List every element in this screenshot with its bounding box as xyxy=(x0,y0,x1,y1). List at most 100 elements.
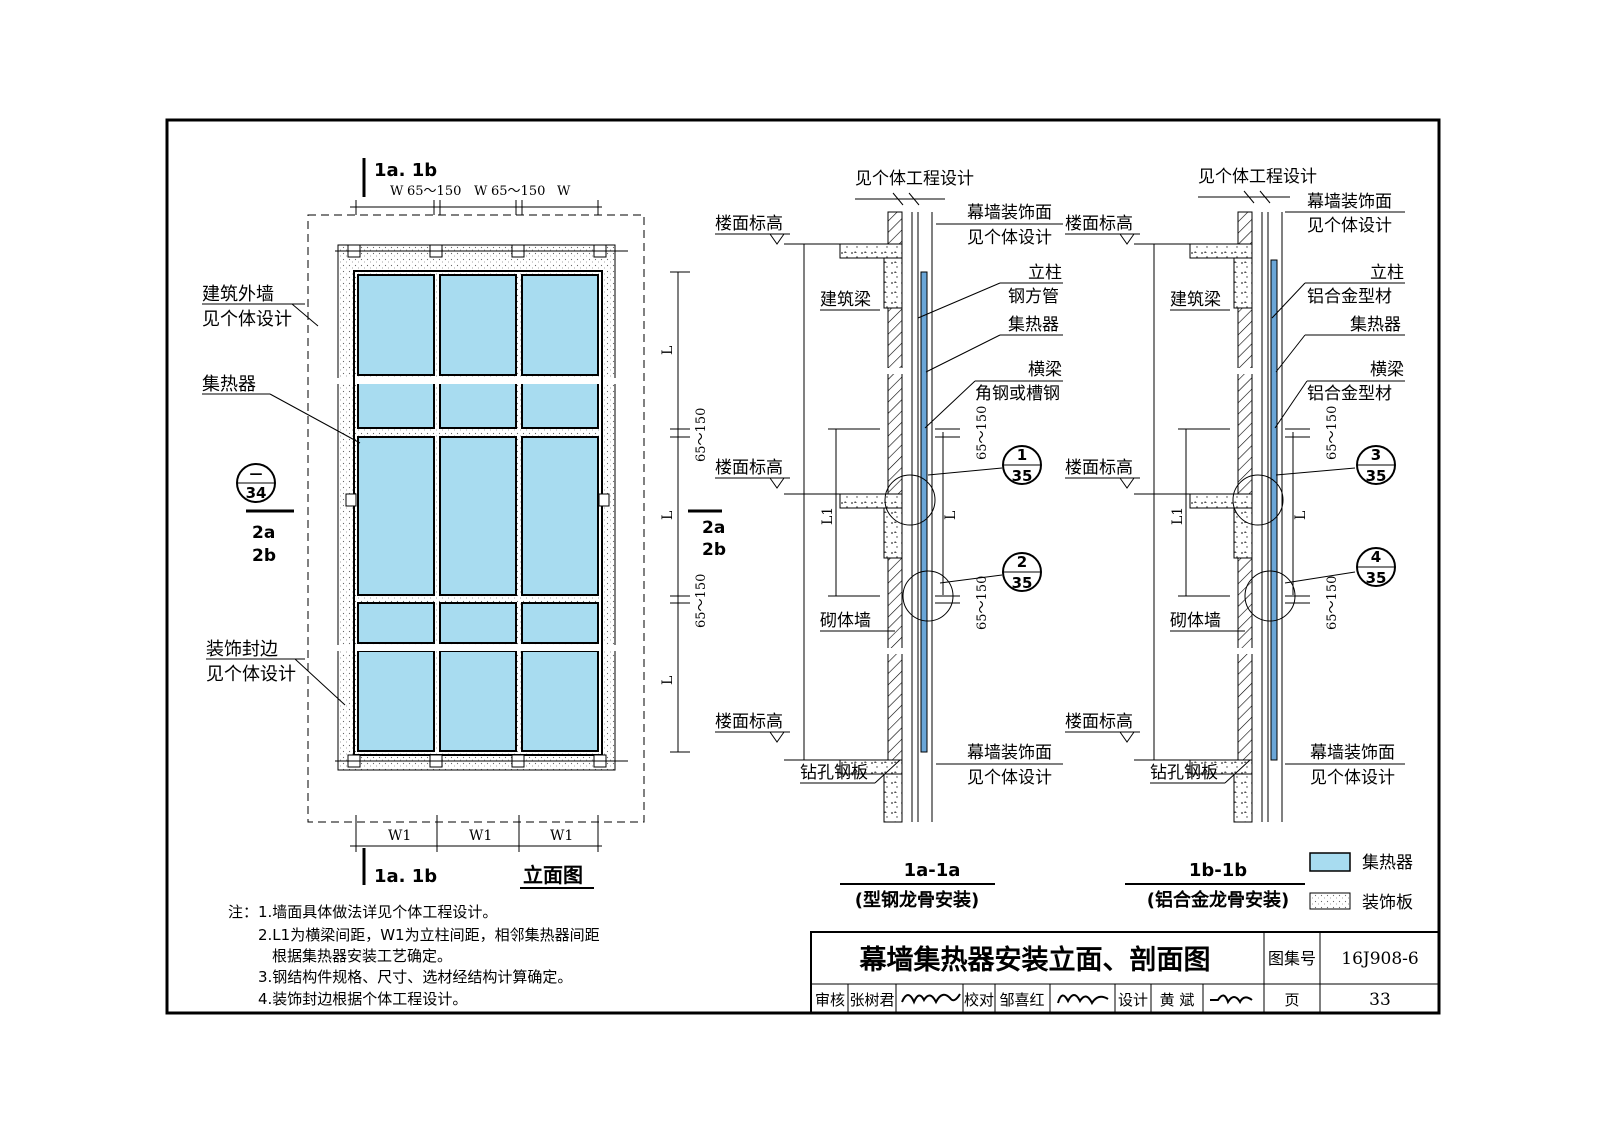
note-1: 1.墙面具体做法详见个体工程设计。 xyxy=(258,903,497,921)
sec-a-crossbar: 横梁 xyxy=(1028,360,1062,380)
sheet-border xyxy=(165,118,1441,1015)
dim-w1-3: W1 xyxy=(550,828,573,844)
sec-b-ref-3-bottom: 35 xyxy=(1366,467,1387,485)
design-signature xyxy=(1210,994,1253,1005)
sec-a-column: 立柱 xyxy=(1028,263,1062,283)
sec-b-ref-3-top: 3 xyxy=(1371,446,1381,464)
sec-a-masonry-label: 砌体墙 xyxy=(820,611,871,631)
sec-b-caption: 1b-1b xyxy=(1189,860,1247,881)
sec-b-crossbar: 横梁 xyxy=(1370,360,1404,380)
sec-b-collector-label: 集热器 xyxy=(1350,315,1401,335)
sec-b-caption-sub: (铝合金龙骨安装) xyxy=(1147,889,1289,911)
sec-a-beam: 建筑梁 xyxy=(820,290,871,310)
detail-ref-top: — xyxy=(250,467,263,482)
sec-a-caption: 1a-1a xyxy=(904,860,961,881)
title-block-title: 幕墙集热器安装立面、剖面图 xyxy=(859,944,1211,976)
section-ref-right-b: 2b xyxy=(702,540,726,560)
sec-a-floor2: 楼面标高 xyxy=(715,458,783,478)
notes: 注： 1.墙面具体做法详见个体工程设计。 2.L1为横梁间距，W1为立柱间距，相… xyxy=(228,903,600,1008)
sec-b-masonry-label: 砌体墙 xyxy=(1170,611,1221,631)
elevation-title: 立面图 xyxy=(523,863,583,887)
label-trim: 装饰封边 xyxy=(206,639,278,660)
sec-a-dim-l: L xyxy=(943,511,959,520)
sec-a-facade-top-note: 见个体设计 xyxy=(967,228,1052,248)
label-ext-wall-note: 见个体设计 xyxy=(202,309,292,330)
sec-b-floor2: 楼面标高 xyxy=(1065,458,1133,478)
sec-b-floor3: 楼面标高 xyxy=(1065,712,1133,732)
sec-a-crossbar-mat: 角钢或槽钢 xyxy=(975,384,1060,404)
sec-b-column: 立柱 xyxy=(1370,263,1404,283)
label-trim-note: 见个体设计 xyxy=(206,664,296,685)
sec-a-column-mat: 钢方管 xyxy=(1008,287,1059,307)
legend-label-decor: 装饰板 xyxy=(1362,893,1413,913)
dim-w-2: W xyxy=(474,184,488,199)
review-label: 审核 xyxy=(815,991,845,1009)
dim-gap-1: 65～150 xyxy=(407,184,461,199)
check-name: 邹喜红 xyxy=(999,991,1044,1009)
sec-b-ref-4-top: 4 xyxy=(1371,548,1381,566)
sec-a-dim-gap2: 65～150 xyxy=(975,576,990,630)
sec-b-dim-gap2: 65～150 xyxy=(1325,576,1340,630)
elevation-view: 1a. 1b 1a. 1b W 65～150 W 65～150 W W1 W1 … xyxy=(202,158,726,889)
dim-l-3: L xyxy=(660,676,676,685)
sec-a-ref-2-bottom: 35 xyxy=(1012,574,1033,592)
sec-b-dim-gap1: 65～150 xyxy=(1325,406,1340,460)
sec-a-collector xyxy=(920,271,928,753)
note-4: 4.装饰封边根据个体工程设计。 xyxy=(258,990,467,1008)
atlas-label: 图集号 xyxy=(1268,949,1316,968)
dim-gap-2: 65～150 xyxy=(491,184,545,199)
dim-w-3: W xyxy=(557,184,571,199)
check-signature xyxy=(1057,994,1109,1006)
dim-gap-v2: 65～150 xyxy=(694,574,709,628)
sec-a-floor1: 楼面标高 xyxy=(715,214,783,234)
page-label: 页 xyxy=(1284,991,1299,1009)
sec-b-floor1: 楼面标高 xyxy=(1065,214,1133,234)
dim-w1-1: W1 xyxy=(388,828,411,844)
sec-a-ref-2-top: 2 xyxy=(1017,553,1027,571)
sec-b-top-note: 见个体工程设计 xyxy=(1198,167,1317,187)
design-label: 设计 xyxy=(1118,991,1148,1009)
collector-panels xyxy=(357,274,599,752)
review-signature xyxy=(901,993,961,1005)
label-collector: 集热器 xyxy=(202,374,256,395)
check-label: 校对 xyxy=(964,991,994,1009)
sec-b-ref-4-bottom: 35 xyxy=(1366,569,1387,587)
note-2: 2.L1为横梁间距，W1为立柱间距，相邻集热器间距 xyxy=(258,926,600,944)
sec-a-caption-sub: (型钢龙骨安装) xyxy=(855,889,979,911)
design-name: 黄 斌 xyxy=(1160,991,1195,1009)
notes-prefix: 注： xyxy=(228,903,258,921)
sec-b-dim-l: L xyxy=(1293,511,1309,520)
section-mark-bottom: 1a. 1b xyxy=(374,866,437,887)
sec-b-crossbar-mat: 铝合金型材 xyxy=(1307,384,1392,404)
section-ref-left-b: 2b xyxy=(252,546,276,566)
sec-a-ref-1-bottom: 35 xyxy=(1012,467,1033,485)
sec-a-dim-gap1: 65～150 xyxy=(975,406,990,460)
sec-b-column-mat: 铝合金型材 xyxy=(1307,287,1392,307)
detail-ref-bottom: 34 xyxy=(246,484,267,502)
legend-swatch-collector xyxy=(1309,852,1351,872)
dim-l-1: L xyxy=(660,346,676,355)
dim-gap-v1: 65～150 xyxy=(694,408,709,462)
ext-wall-outline xyxy=(307,214,645,823)
sec-a-detail-circle-2 xyxy=(902,570,954,622)
sec-a-detail-circle-1 xyxy=(884,474,936,526)
sec-b-collector xyxy=(1270,259,1278,761)
review-name: 张树君 xyxy=(849,991,894,1009)
legend: 集热器 装饰板 xyxy=(1309,852,1413,913)
section-1a: 见个体工程设计 楼面标高 楼面标高 楼面标高 xyxy=(715,169,1063,911)
page-number: 33 xyxy=(1369,990,1391,1010)
legend-swatch-decor xyxy=(1309,892,1351,910)
note-2-cont: 根据集热器安装工艺确定。 xyxy=(272,947,452,965)
note-3: 3.钢结构件规格、尺寸、选材经结构计算确定。 xyxy=(258,968,572,986)
sec-a-facade-bottom-note: 见个体设计 xyxy=(967,768,1052,788)
sec-b-detail-circle-1 xyxy=(1232,474,1284,526)
sec-b-beam: 建筑梁 xyxy=(1170,290,1221,310)
sec-b-facade-top-note: 见个体设计 xyxy=(1307,216,1392,236)
section-ref-left-a: 2a xyxy=(252,523,275,543)
sec-b-facade-bottom-note: 见个体设计 xyxy=(1310,768,1395,788)
sec-a-ref-1-top: 1 xyxy=(1017,446,1027,464)
dim-w-1: W xyxy=(390,184,404,199)
section-1b: 见个体工程设计 楼面标高 楼面标高 楼面标高 L1 xyxy=(1065,167,1405,911)
sec-b-dim-l1: L1 xyxy=(1170,507,1186,525)
sec-a-facade-top: 幕墙装饰面 xyxy=(967,203,1052,223)
